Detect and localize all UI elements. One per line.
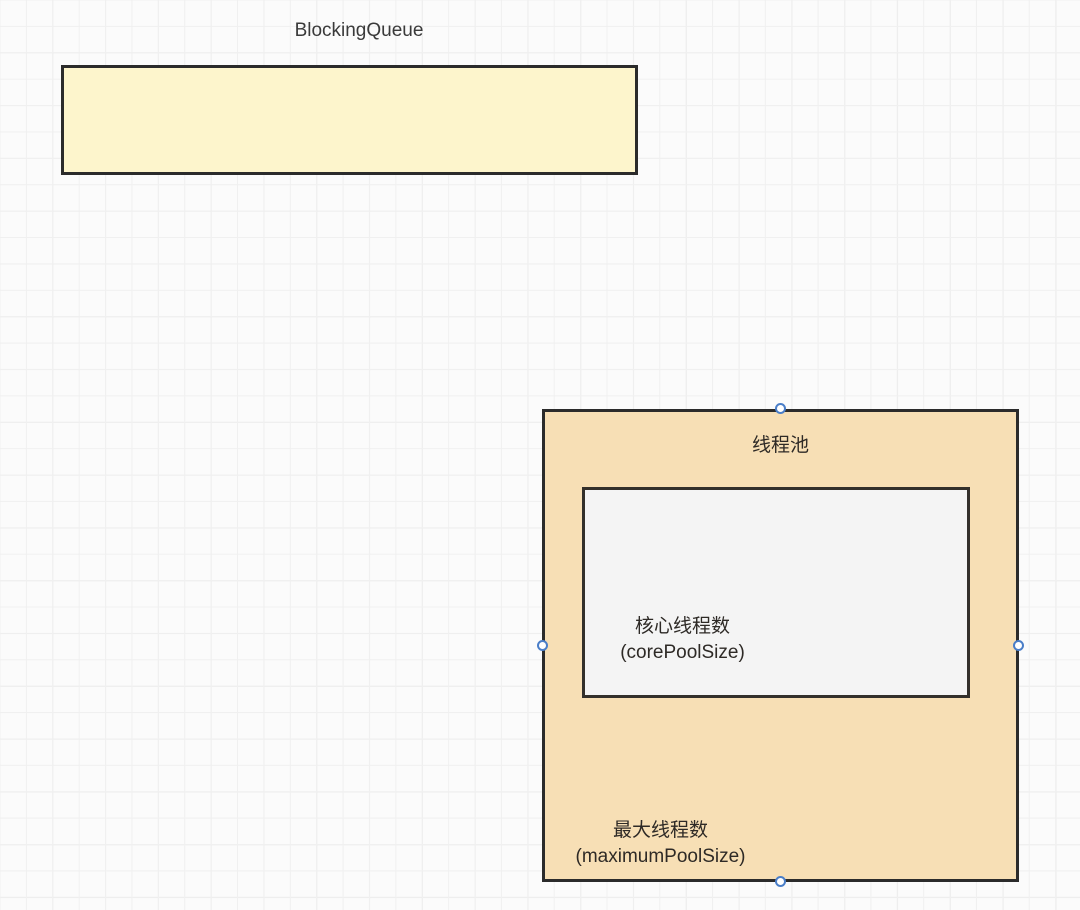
core-pool-size-label-en: (corePoolSize)	[620, 642, 745, 663]
core-pool-size-label-cn: 核心线程数	[634, 616, 730, 637]
thread-pool-title: 线程池	[751, 435, 809, 456]
blocking-queue-box[interactable]	[61, 65, 638, 175]
blocking-queue-label[interactable]: BlockingQueue	[294, 20, 424, 41]
maximum-pool-size-label-en: (maximumPoolSize)	[575, 846, 746, 867]
core-pool-size-label: 核心线程数 (corePoolSize)	[585, 614, 780, 666]
selection-handle-left-middle[interactable]	[537, 640, 548, 651]
maximum-pool-size-label: 最大线程数 (maximumPoolSize)	[545, 818, 776, 870]
selection-handle-top-middle[interactable]	[775, 403, 786, 414]
core-pool-size-box[interactable]: 核心线程数 (corePoolSize)	[582, 487, 970, 698]
selection-handle-right-middle[interactable]	[1013, 640, 1024, 651]
maximum-pool-size-label-cn: 最大线程数	[612, 820, 708, 841]
selection-handle-bottom-middle[interactable]	[775, 876, 786, 887]
